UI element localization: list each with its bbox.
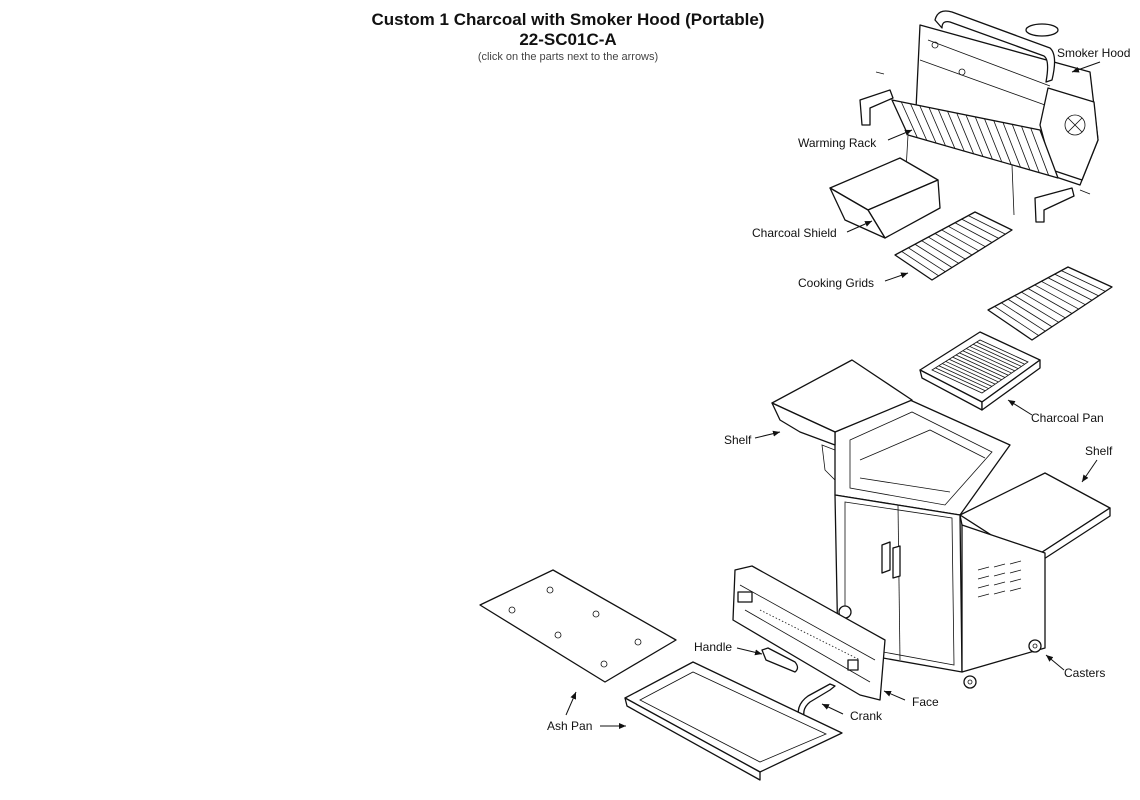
arrow-charcoal-pan (1007, 399, 1033, 416)
label-casters-text[interactable]: Casters (1064, 666, 1105, 680)
cart-body-drawing (771, 359, 1111, 689)
arrow-shelf-right (1081, 459, 1098, 483)
arrow-charcoal-shield (846, 220, 873, 233)
charcoal-pan-drawing (919, 331, 1041, 411)
page-title: Custom 1 Charcoal with Smoker Hood (Port… (371, 10, 765, 29)
label-smoker-hood[interactable]: Smoker Hood (1057, 46, 1130, 73)
label-shelf-right-text[interactable]: Shelf (1085, 444, 1113, 458)
label-charcoal-pan[interactable]: Charcoal Pan (1007, 399, 1104, 425)
model-number: 22-SC01C-A (519, 30, 617, 49)
label-ash-pan[interactable]: Ash Pan (547, 691, 626, 733)
label-face-text[interactable]: Face (912, 695, 939, 709)
page-header: Custom 1 Charcoal with Smoker Hood (Port… (300, 10, 836, 64)
label-smoker-hood-text[interactable]: Smoker Hood (1057, 46, 1130, 60)
arrow-ash-pan-up (565, 691, 577, 716)
arrow-smoker-hood (1071, 61, 1101, 73)
label-handle[interactable]: Handle (694, 640, 763, 656)
label-handle-text[interactable]: Handle (694, 640, 732, 654)
page-subtitle: (click on the parts next to the arrows) (477, 51, 659, 63)
arrow-face (883, 690, 906, 701)
label-shelf-right[interactable]: Shelf (1081, 444, 1113, 483)
label-charcoal-pan-text[interactable]: Charcoal Pan (1031, 411, 1104, 425)
face-panel-drawing (732, 565, 886, 731)
label-warming-rack-text[interactable]: Warming Rack (798, 136, 877, 150)
charcoal-shield-drawing (829, 157, 941, 239)
arrow-handle (736, 647, 763, 656)
arrow-warming-rack (887, 129, 913, 141)
label-charcoal-shield[interactable]: Charcoal Shield (752, 220, 873, 240)
label-charcoal-shield-text[interactable]: Charcoal Shield (752, 226, 837, 240)
cooking-grids-drawing (894, 211, 1113, 341)
label-face[interactable]: Face (883, 690, 939, 709)
label-ash-pan-text[interactable]: Ash Pan (547, 719, 592, 733)
label-casters[interactable]: Casters (1045, 654, 1105, 680)
label-crank-text[interactable]: Crank (850, 709, 883, 723)
label-warming-rack[interactable]: Warming Rack (798, 129, 913, 150)
label-crank[interactable]: Crank (821, 703, 883, 723)
label-shelf-left-text[interactable]: Shelf (724, 433, 752, 447)
label-cooking-grids-text[interactable]: Cooking Grids (798, 276, 874, 290)
arrow-shelf-left (754, 430, 781, 439)
label-shelf-left[interactable]: Shelf (724, 430, 781, 447)
arrow-casters (1045, 654, 1065, 671)
ash-pan-drawing (479, 569, 843, 781)
arrow-crank (821, 703, 844, 715)
label-cooking-grids[interactable]: Cooking Grids (798, 272, 909, 290)
arrow-cooking-grids (884, 272, 909, 282)
